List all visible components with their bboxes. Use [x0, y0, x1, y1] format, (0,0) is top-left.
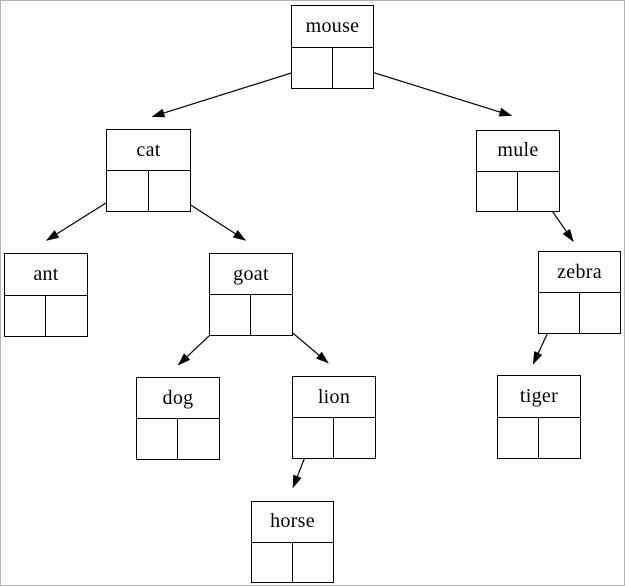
node-pointer-cells — [107, 171, 190, 211]
edge-mouse-right-to-mule — [351, 65, 513, 117]
node-pointer-cells — [539, 293, 620, 333]
node-label-ant: ant — [5, 254, 87, 296]
left-pointer-cell — [539, 293, 580, 333]
right-pointer-cell — [333, 48, 374, 89]
right-pointer-cell — [251, 295, 292, 335]
right-pointer-cell — [334, 418, 375, 458]
right-pointer-cell — [539, 418, 580, 459]
tree-node-lion: lion — [292, 376, 376, 459]
tree-node-horse: horse — [251, 501, 334, 583]
node-label-cat: cat — [107, 130, 190, 171]
node-label-lion: lion — [293, 377, 375, 418]
node-label-tiger: tiger — [498, 376, 580, 418]
node-label-goat: goat — [210, 254, 292, 295]
node-label-zebra: zebra — [539, 252, 620, 293]
left-pointer-cell — [292, 47, 333, 88]
right-pointer-cell — [149, 171, 191, 211]
node-pointer-cells — [252, 542, 334, 583]
right-pointer-cell — [580, 293, 621, 333]
node-pointer-cells — [498, 417, 580, 459]
node-pointer-cells — [137, 419, 219, 459]
node-pointer-cells — [477, 171, 559, 212]
node-label-mule: mule — [477, 131, 559, 172]
node-pointer-cells — [210, 295, 292, 335]
left-pointer-cell — [210, 295, 251, 335]
tree-node-mule: mule — [476, 130, 560, 212]
right-pointer-cell — [293, 543, 334, 583]
left-pointer-cell — [293, 418, 334, 458]
left-pointer-cell — [477, 171, 518, 211]
node-pointer-cells — [5, 295, 87, 337]
tree-node-tiger: tiger — [497, 375, 581, 459]
tree-node-cat: cat — [106, 129, 191, 212]
right-pointer-cell — [46, 296, 87, 337]
left-pointer-cell — [137, 419, 178, 459]
tree-node-ant: ant — [4, 253, 88, 337]
right-pointer-cell — [178, 419, 219, 459]
left-pointer-cell — [252, 542, 293, 582]
node-label-dog: dog — [137, 378, 219, 419]
right-pointer-cell — [518, 172, 559, 212]
node-pointer-cells — [293, 418, 375, 458]
edge-mouse-left-to-cat — [151, 66, 312, 118]
left-pointer-cell — [498, 417, 539, 458]
tree-node-dog: dog — [136, 377, 220, 460]
node-pointer-cells — [292, 47, 374, 89]
tree-node-zebra: zebra — [538, 251, 621, 334]
node-label-mouse: mouse — [292, 6, 373, 48]
left-pointer-cell — [5, 295, 46, 336]
tree-node-goat: goat — [209, 253, 293, 336]
left-pointer-cell — [107, 171, 149, 211]
tree-node-mouse: mouse — [291, 5, 374, 89]
node-label-horse: horse — [252, 502, 333, 543]
